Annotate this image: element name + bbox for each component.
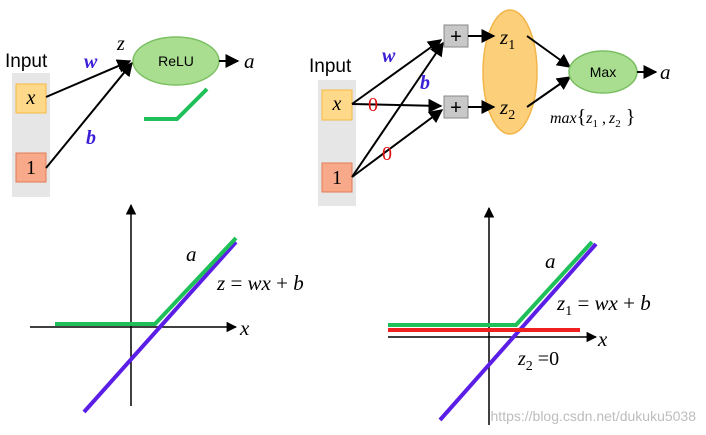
right-network: Input x 1 w b 0 0 + + z1 z2 Max a [309,9,671,206]
right-x-node-label: x [332,93,342,115]
left-plot-linear-line [82,240,238,414]
left-edge-b [45,61,133,169]
plus-node-1-label: + [450,26,462,48]
left-z-label: z [116,33,125,55]
left-plot-x-label: x [239,316,250,340]
left-w-label: w [84,51,98,73]
max-node-label: Max [590,64,616,80]
left-plot: a z = wx + b x [30,203,304,414]
z-group-ellipse [482,9,538,135]
left-x-node-label: x [26,87,36,109]
right-input-label: Input [309,56,352,77]
right-x-node [321,89,353,121]
right-edge-x-plus1 [351,39,443,105]
left-plot-equation: z = wx + b [216,271,304,295]
left-network: Input x 1 w b z ReLU a [5,33,255,197]
watermark: https://blog.csdn.net/dukuku5038 [491,408,697,424]
right-w-label: w [382,45,396,67]
z1-node-label: z1 [499,25,515,53]
relu-shape-icon [144,87,209,121]
right-b-label: b [420,72,430,94]
edge-z2-max [526,76,572,108]
right-plot-z2-equation: z2 =0 [517,348,559,374]
z2-node-label: z2 [499,95,515,123]
max-expression: max{z1 ,z2 } [550,106,635,130]
right-a-label: a [660,60,671,84]
left-b-label: b [86,127,96,149]
plus-node-2-label: + [450,97,462,119]
right-plot-max-line [388,240,594,327]
right-zero-label-1: 0 [368,94,378,116]
right-plot-x-label: x [597,327,608,351]
right-edge-1-plus2 [351,109,444,178]
left-x-node [15,83,47,114]
right-zero-label-2: 0 [382,143,392,165]
left-plot-a-label: a [186,242,197,266]
left-a-label: a [244,49,255,73]
left-one-node-label: 1 [26,157,36,179]
right-one-node-label: 1 [332,167,342,189]
right-plot-z1-equation: z1 = wx + b [556,291,651,319]
right-plot-a-label: a [545,249,556,273]
edge-z1-max [526,35,572,68]
right-plot: a z1 = wx + b z2 =0 x [388,206,651,425]
right-one-node [321,162,353,193]
left-edge-w [45,59,132,98]
left-input-label: Input [5,51,48,72]
left-plot-relu-line [55,236,238,326]
right-edge-x-plus2 [351,98,443,113]
left-one-node [15,152,47,183]
right-edge-1-plus1 [351,41,444,178]
relu-node-label: ReLU [158,53,194,69]
